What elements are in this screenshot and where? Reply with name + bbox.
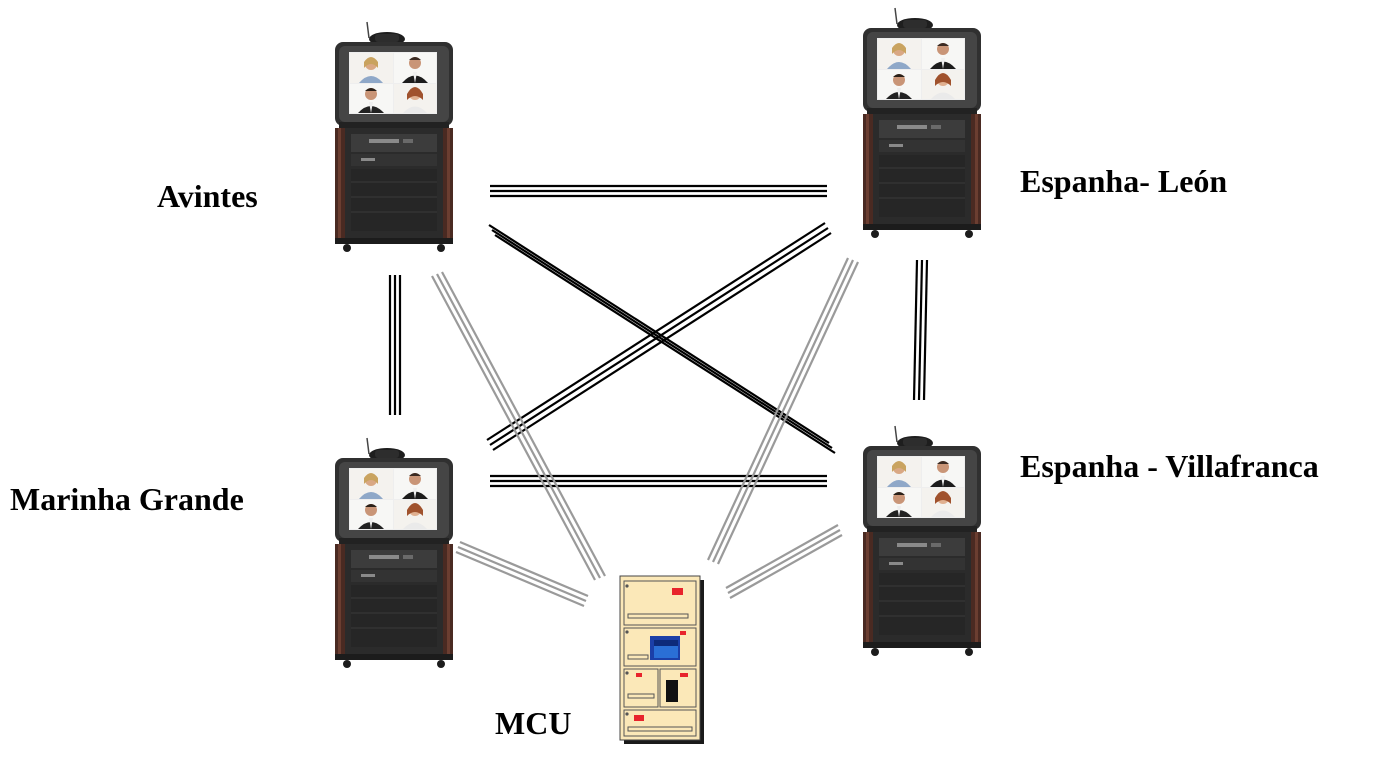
link-avintes-mcu	[431, 271, 606, 581]
link-villafranca-mcu	[725, 524, 843, 599]
link-leon-mcu	[707, 257, 859, 565]
link-avintes-villafranca	[488, 224, 836, 454]
mcu-links	[431, 257, 859, 608]
site-label-avintes: Avintes	[157, 178, 258, 214]
direct-links	[388, 184, 929, 488]
link-avintes-leon	[490, 184, 827, 198]
link-leon-villafranca	[912, 259, 929, 401]
videoconference-cabinet-icon-marinha	[334, 437, 454, 669]
mcu-rack-icon	[619, 575, 705, 745]
site-label-marinha-grande: Marinha Grande	[10, 481, 244, 517]
videoconference-cabinet-icon-villafranca	[862, 425, 982, 657]
videoconference-cabinet-icon-avintes	[334, 21, 454, 253]
site-label-espanha-leon: Espanha- León	[1020, 163, 1228, 199]
videoconference-cabinet-icon-leon	[862, 7, 982, 239]
link-avintes-marinha	[388, 275, 402, 415]
site-label-espanha-villafranca: Espanha - Villafranca	[1020, 448, 1319, 484]
mcu-label: MCU	[495, 705, 572, 741]
link-marinha-mcu	[455, 540, 589, 608]
link-leon-marinha	[486, 222, 832, 451]
